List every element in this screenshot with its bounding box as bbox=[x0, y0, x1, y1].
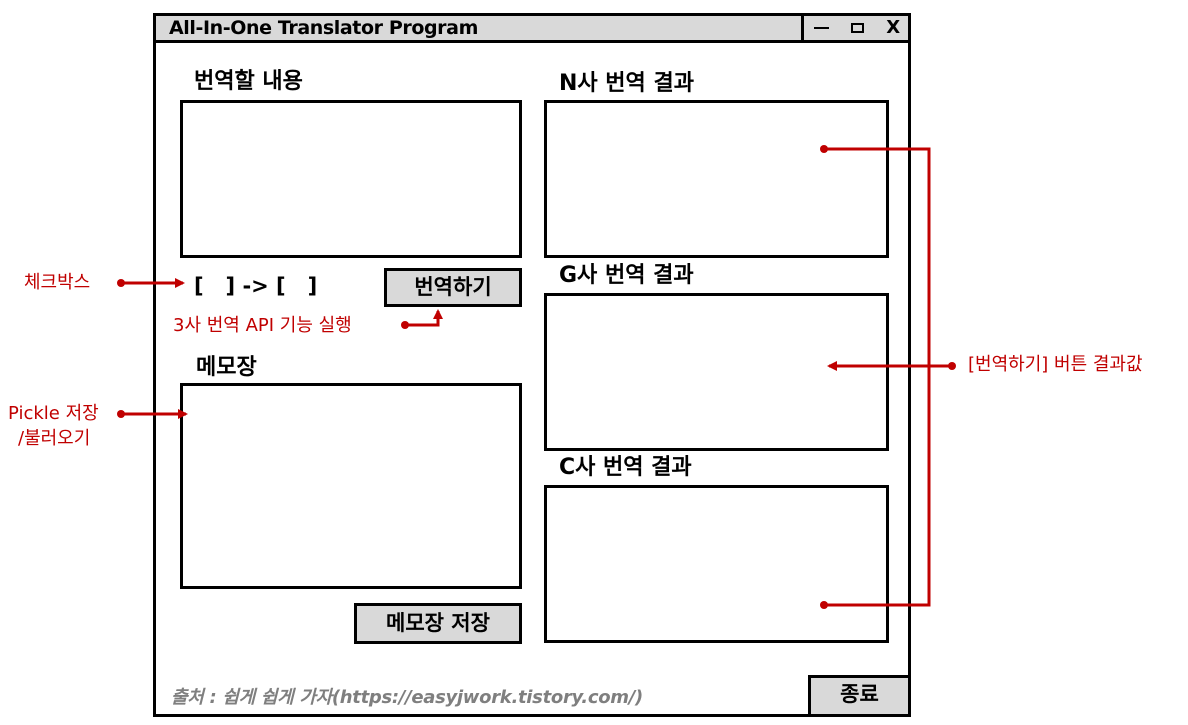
g-result-label: G사 번역 결과 bbox=[559, 263, 694, 288]
c-result-label: C사 번역 결과 bbox=[559, 455, 692, 480]
annotation-pickle-line1: Pickle 저장 bbox=[8, 403, 99, 424]
memo-textarea[interactable] bbox=[180, 383, 522, 589]
annotation-checkbox: 체크박스 bbox=[24, 272, 91, 293]
title-bar[interactable]: All-In-One Translator Program X bbox=[156, 16, 908, 43]
annotation-pickle-line2: /불러오기 bbox=[18, 428, 91, 449]
annotation-result: [번역하기] 버튼 결과값 bbox=[968, 354, 1143, 375]
exit-button[interactable]: 종료 bbox=[808, 675, 908, 714]
close-button[interactable]: X bbox=[886, 17, 901, 38]
minimize-button[interactable] bbox=[811, 17, 833, 39]
maximize-button[interactable] bbox=[846, 17, 868, 39]
annotation-api: 3사 번역 API 기능 실행 bbox=[173, 315, 352, 336]
language-selector[interactable]: [ ] -> [ ] bbox=[194, 274, 318, 298]
memo-save-button[interactable]: 메모장 저장 bbox=[354, 603, 522, 644]
minimize-icon bbox=[814, 27, 830, 29]
input-textarea[interactable] bbox=[180, 100, 522, 258]
window-controls: X bbox=[801, 16, 911, 40]
c-result-box bbox=[544, 485, 889, 643]
source-credit: 출처 : 쉽게 쉽게 가자(https://easyjwork.tistory.… bbox=[171, 687, 643, 708]
translate-button[interactable]: 번역하기 bbox=[384, 268, 522, 307]
app-window: All-In-One Translator Program X 번역할 내용 [… bbox=[153, 13, 911, 717]
n-result-label: N사 번역 결과 bbox=[559, 71, 694, 96]
input-label: 번역할 내용 bbox=[194, 69, 303, 94]
window-title: All-In-One Translator Program bbox=[169, 17, 478, 39]
memo-label: 메모장 bbox=[196, 355, 257, 380]
maximize-icon bbox=[850, 23, 864, 33]
g-result-box bbox=[544, 293, 889, 451]
n-result-box bbox=[544, 100, 889, 258]
